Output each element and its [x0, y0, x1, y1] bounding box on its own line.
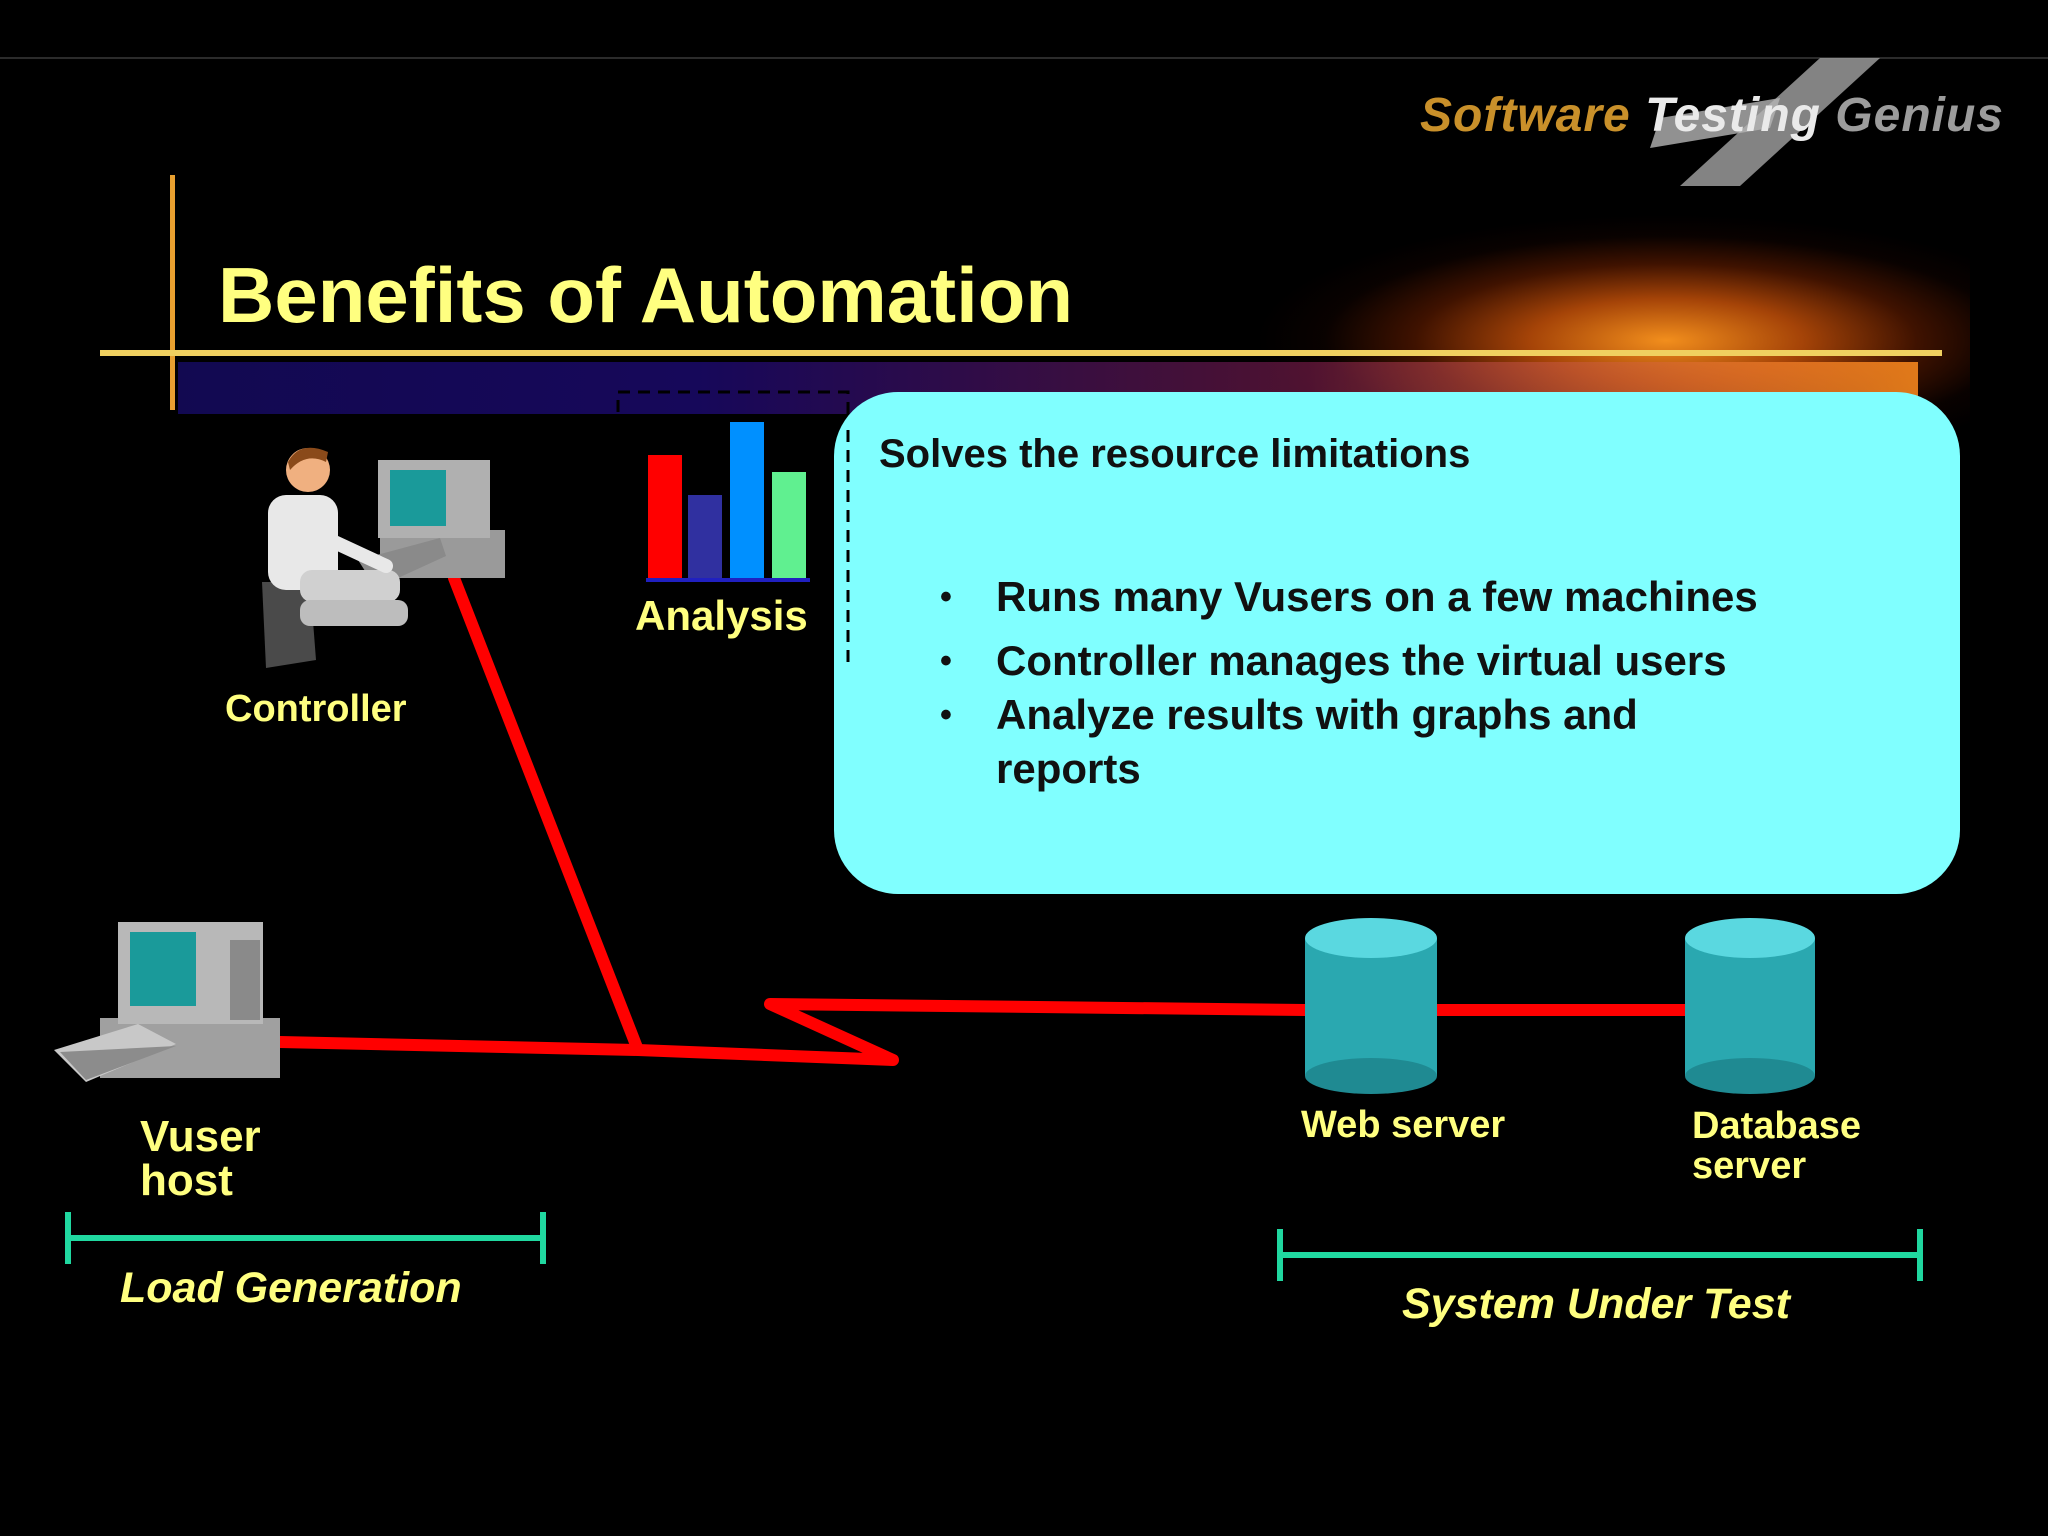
database-server-label-line2: server — [1692, 1145, 1807, 1187]
callout-bullet-text: Analyze results with graphs and reports — [996, 691, 1638, 792]
server-cylinder-icon — [1305, 918, 1437, 1094]
database-server-label-line1: Database — [1692, 1105, 1861, 1147]
vuser-host-label: Vuser host — [140, 1115, 261, 1203]
load-generation-bracket — [65, 1212, 546, 1264]
logo-word-software: Software — [1420, 89, 1631, 142]
bullet-dot-icon: • — [940, 578, 952, 616]
database-server-label: Database server — [1692, 1106, 1861, 1186]
callout-bullet: • Analyze results with graphs and report… — [940, 688, 1756, 796]
web-server-label: Web server — [1301, 1104, 1506, 1146]
analysis-label: Analysis — [635, 592, 808, 639]
callout-heading: Solves the resource limitations — [879, 432, 1471, 476]
network-lines — [274, 572, 1691, 1066]
system-under-test-label: System Under Test — [1402, 1280, 1790, 1328]
logo: Software Testing Genius — [1420, 88, 2004, 143]
callout-box — [834, 392, 1960, 894]
controller-label: Controller — [225, 688, 407, 730]
bar-chart-icon — [646, 422, 810, 582]
vuser-link — [274, 998, 1311, 1066]
vuser-host-label-line2: host — [140, 1156, 233, 1205]
callout-bullet: • Controller manages the virtual users — [940, 634, 1920, 688]
logo-word-testing: Testing — [1645, 89, 1821, 142]
title-accent-vertical — [170, 175, 175, 410]
callout-bullet-list: • Runs many Vusers on a few machines • C… — [940, 570, 1920, 796]
desktop-computer-icon — [54, 922, 280, 1082]
controller-link — [448, 572, 644, 1056]
bullet-dot-icon: • — [940, 642, 952, 680]
logo-swoosh — [1650, 58, 1880, 186]
bullet-dot-icon: • — [940, 696, 952, 734]
database-cylinder-icon — [1685, 918, 1815, 1094]
callout-bullet-text: Controller manages the virtual users — [996, 637, 1727, 684]
person-at-computer-icon — [262, 447, 505, 668]
system-under-test-bracket — [1277, 1229, 1923, 1281]
title-underline — [100, 350, 1942, 356]
callout-bullet-text: Runs many Vusers on a few machines — [996, 573, 1758, 620]
callout-bullet: • Runs many Vusers on a few machines — [940, 570, 1920, 624]
top-rule — [0, 57, 2048, 59]
logo-word-genius: Genius — [1835, 89, 2004, 142]
vuser-host-label-line1: Vuser — [140, 1112, 261, 1161]
load-generation-label: Load Generation — [120, 1264, 462, 1312]
page-title: Benefits of Automation — [218, 251, 1074, 339]
